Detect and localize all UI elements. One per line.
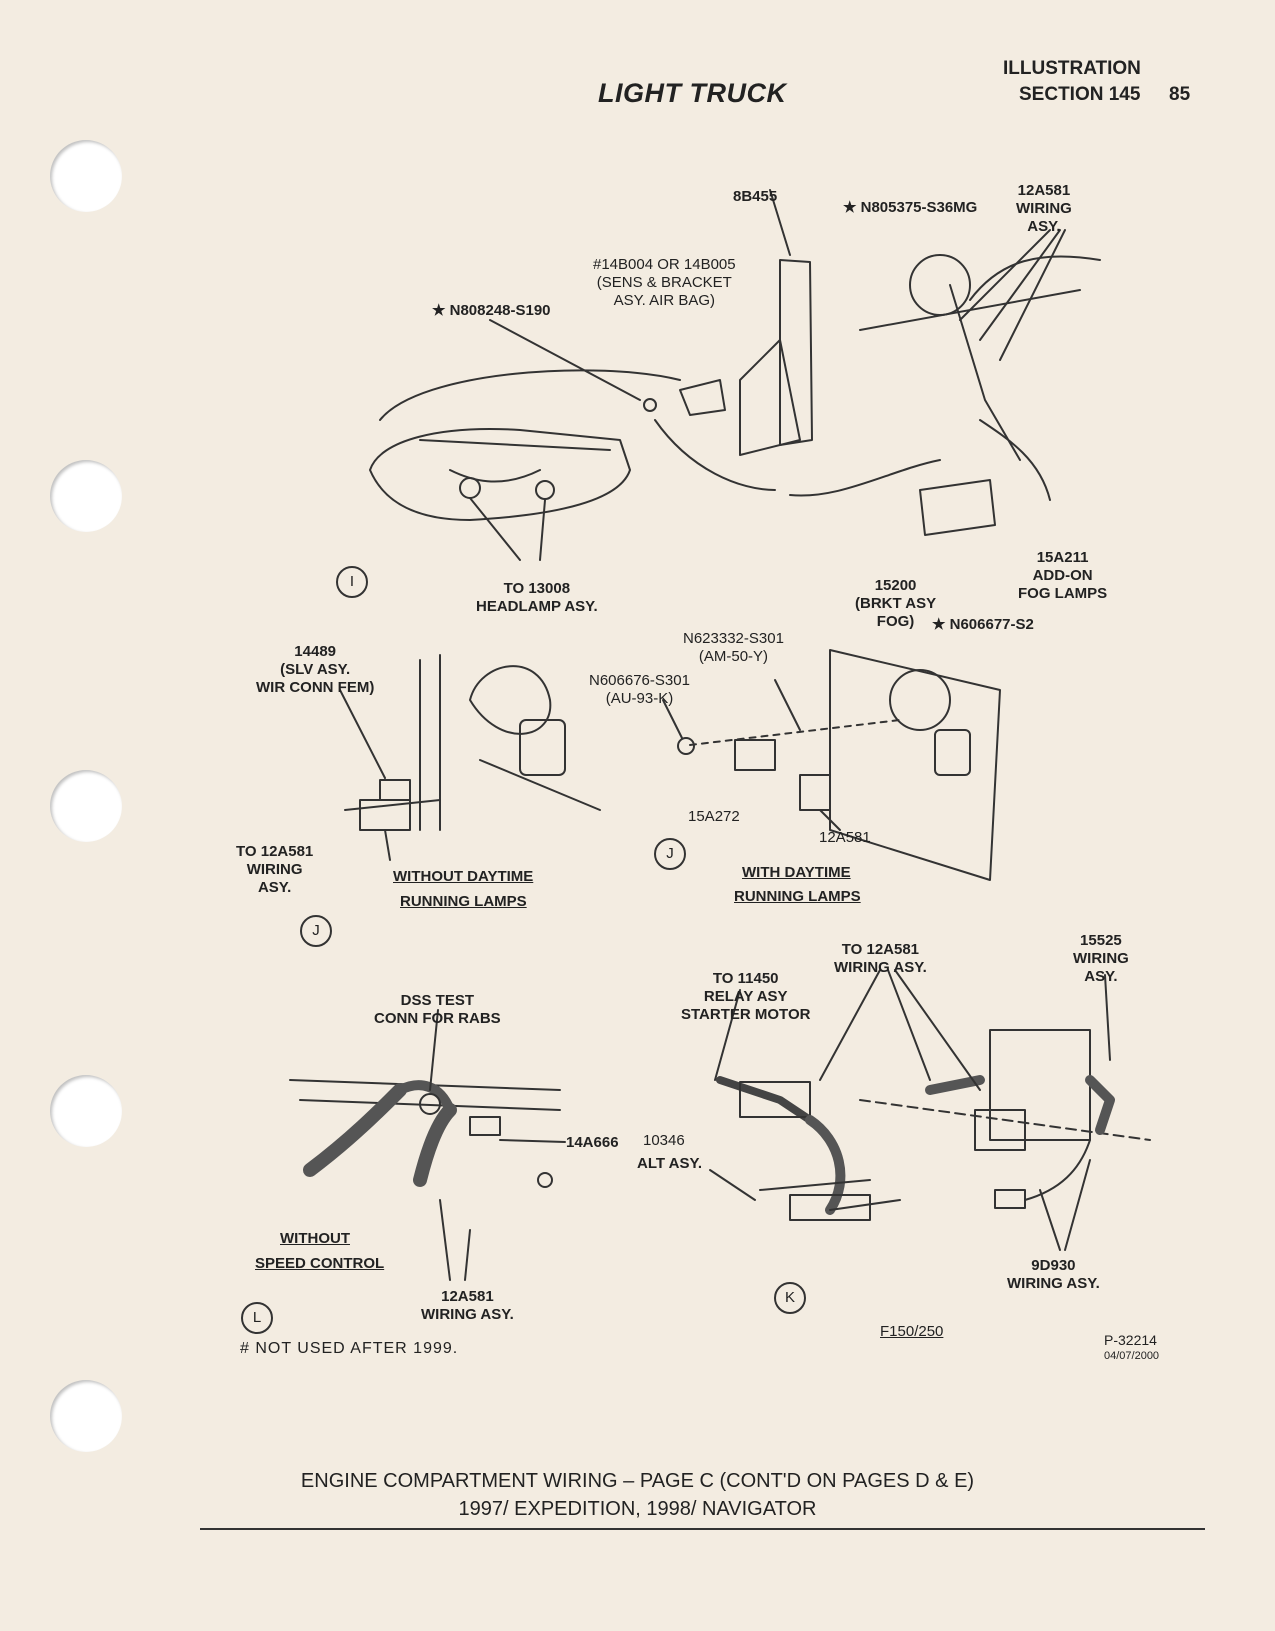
binder-hole-3 xyxy=(50,770,122,842)
label-9d930-wiring: 9D930 WIRING ASY. xyxy=(1007,1257,1100,1292)
page-title: LIGHT TRUCK xyxy=(598,78,787,108)
label-n623332: N623332-S301 (AM-50-Y) xyxy=(683,630,784,665)
view-j-left-drawing xyxy=(339,654,601,861)
label-12a581-mid: 12A581 xyxy=(819,829,871,846)
caption-line-1: ENGINE COMPARTMENT WIRING – PAGE C (CONT… xyxy=(300,1470,975,1492)
label-with-drl-1: WITH DAYTIME xyxy=(742,864,851,881)
illustration-label: ILLUSTRATION xyxy=(1003,58,1141,79)
view-l-drawing xyxy=(289,1009,566,1281)
binder-hole-4 xyxy=(50,1075,122,1147)
footer-rule xyxy=(200,1528,1205,1530)
view-j-right-drawing xyxy=(662,649,1001,881)
label-to-12a581-k: TO 12A581 WIRING ASY. xyxy=(834,941,927,976)
page-number: 85 xyxy=(1169,84,1191,105)
view-marker-k: K xyxy=(774,1282,806,1314)
label-dss-test: DSS TEST CONN FOR RABS xyxy=(374,992,501,1027)
label-without-drl-1: WITHOUT DAYTIME xyxy=(393,868,534,885)
view-marker-j-right: J xyxy=(654,838,686,870)
label-with-drl-2: RUNNING LAMPS xyxy=(734,888,861,905)
label-n805375: ★ N805375-S36MG xyxy=(843,199,978,216)
caption-line-2: 1997/ EXPEDITION, 1998/ NAVIGATOR xyxy=(458,1498,817,1520)
view-marker-l: L xyxy=(241,1302,273,1334)
label-n606676: N606676-S301 (AU-93-K) xyxy=(589,672,690,707)
label-bracket-fog: 15200 (BRKT ASY FOG) xyxy=(855,577,937,630)
label-without-speed-1: WITHOUT xyxy=(280,1230,350,1247)
label-8b455: 8B455 xyxy=(733,188,778,205)
footnote: # NOT USED AFTER 1999. xyxy=(240,1340,459,1357)
label-without-speed-2: SPEED CONTROL xyxy=(255,1255,385,1272)
label-14a666: 14A666 xyxy=(566,1134,619,1151)
label-sensor-bracket: #14B004 OR 14B005 (SENS & BRACKET ASY. A… xyxy=(593,256,736,309)
label-relay-starter: TO 11450 RELAY ASY STARTER MOTOR xyxy=(681,970,811,1023)
label-15525-wiring: 15525 WIRING ASY. xyxy=(1073,932,1129,985)
label-sleeve-asy: 14489 (SLV ASY. WIR CONN FEM) xyxy=(256,643,375,696)
label-12a581-wiring-top: 12A581 WIRING ASY. xyxy=(1016,182,1072,235)
label-fog-add-on: 15A211 ADD-ON FOG LAMPS xyxy=(1018,549,1108,602)
label-headlamp: TO 13008 HEADLAMP ASY. xyxy=(476,580,598,615)
label-15a272: 15A272 xyxy=(688,808,740,825)
section-label: SECTION 145 xyxy=(1019,84,1141,105)
view-i-drawing xyxy=(369,189,1101,561)
label-to-12a581-left: TO 12A581 WIRING ASY. xyxy=(236,843,314,896)
label-without-drl-2: RUNNING LAMPS xyxy=(400,893,527,910)
label-n808248: ★ N808248-S190 xyxy=(432,302,551,319)
view-marker-i: I xyxy=(336,566,368,598)
binder-hole-1 xyxy=(50,140,122,212)
part-date: 04/07/2000 xyxy=(1104,1350,1160,1362)
label-n606677: ★ N606677-S2 xyxy=(932,616,1034,633)
label-alt-number: 10346 xyxy=(643,1132,685,1149)
binder-hole-5 xyxy=(50,1380,122,1452)
model-label: F150/250 xyxy=(880,1323,944,1340)
label-12a581-wiring-l: 12A581 WIRING ASY. xyxy=(421,1288,514,1323)
binder-hole-2 xyxy=(50,460,122,532)
view-k-drawing xyxy=(709,969,1151,1251)
view-marker-j-left: J xyxy=(300,915,332,947)
part-number: P-32214 xyxy=(1104,1332,1157,1348)
label-alt-asy: ALT ASY. xyxy=(637,1155,703,1172)
